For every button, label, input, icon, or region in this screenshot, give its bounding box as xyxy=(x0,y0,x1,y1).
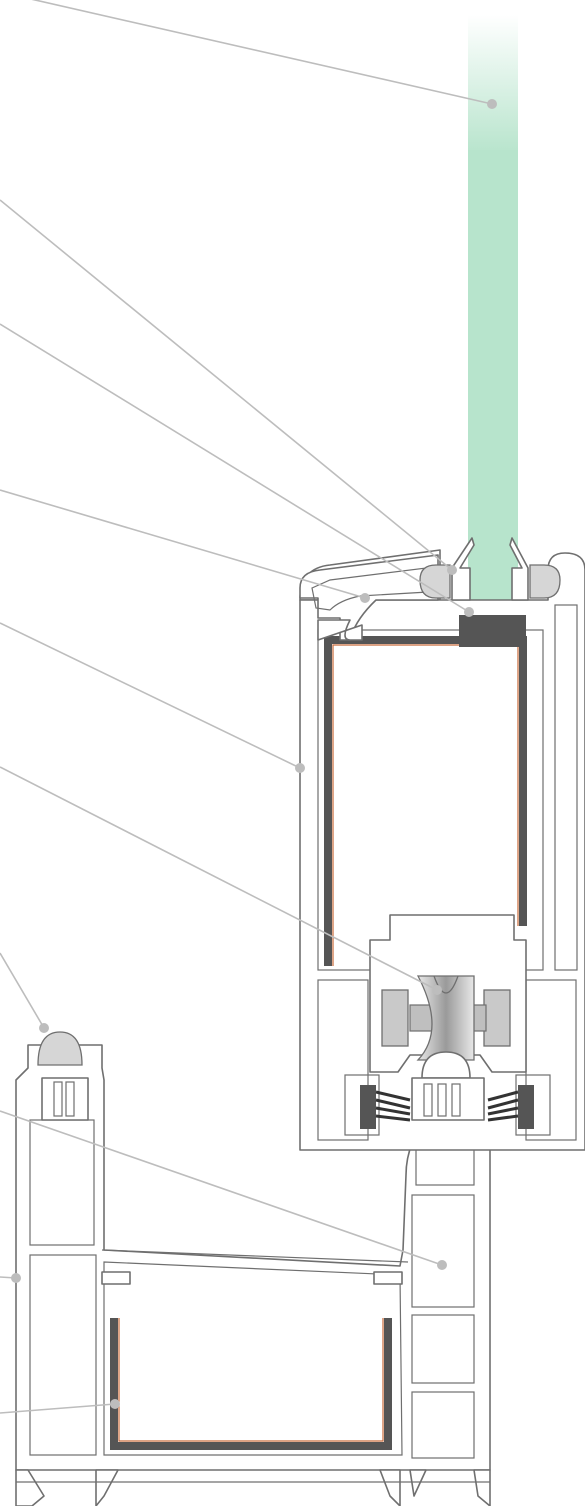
dot-glass-pane xyxy=(487,99,497,109)
glass-pane xyxy=(468,15,518,615)
dot-glazing-block xyxy=(464,607,474,617)
leader-outer-frame-gasket xyxy=(0,952,45,1029)
leader-glass-pane xyxy=(31,0,493,105)
leader-glazing-gasket xyxy=(0,199,453,571)
brush-seal xyxy=(360,1085,534,1129)
dot-sash-profile xyxy=(295,763,305,773)
dot-steel-reinforcement xyxy=(110,1399,120,1409)
leader-frame-track xyxy=(0,1110,443,1266)
leader-glazing-block xyxy=(0,323,470,613)
dot-frame-track xyxy=(437,1260,447,1270)
dot-outer-frame-gasket xyxy=(39,1023,49,1033)
roller xyxy=(381,975,511,1061)
glazing-block xyxy=(459,615,526,647)
dot-outer-frame-profile xyxy=(11,1273,21,1283)
dot-roller xyxy=(432,985,442,995)
sash-reinforcement xyxy=(324,636,527,966)
leader-glazing-bead xyxy=(0,489,366,599)
frame-track xyxy=(411,1051,485,1121)
glazing-gasket xyxy=(419,537,561,601)
dot-glazing-gasket xyxy=(447,565,457,575)
leader-roller xyxy=(0,766,438,991)
dot-glazing-bead xyxy=(360,593,370,603)
outer-frame-gasket xyxy=(37,1031,89,1121)
steel-reinforcement xyxy=(110,1318,392,1450)
leader-lines xyxy=(0,0,497,1414)
leader-steel-reinforcement xyxy=(0,1403,116,1414)
leader-sash-profile xyxy=(0,622,301,769)
